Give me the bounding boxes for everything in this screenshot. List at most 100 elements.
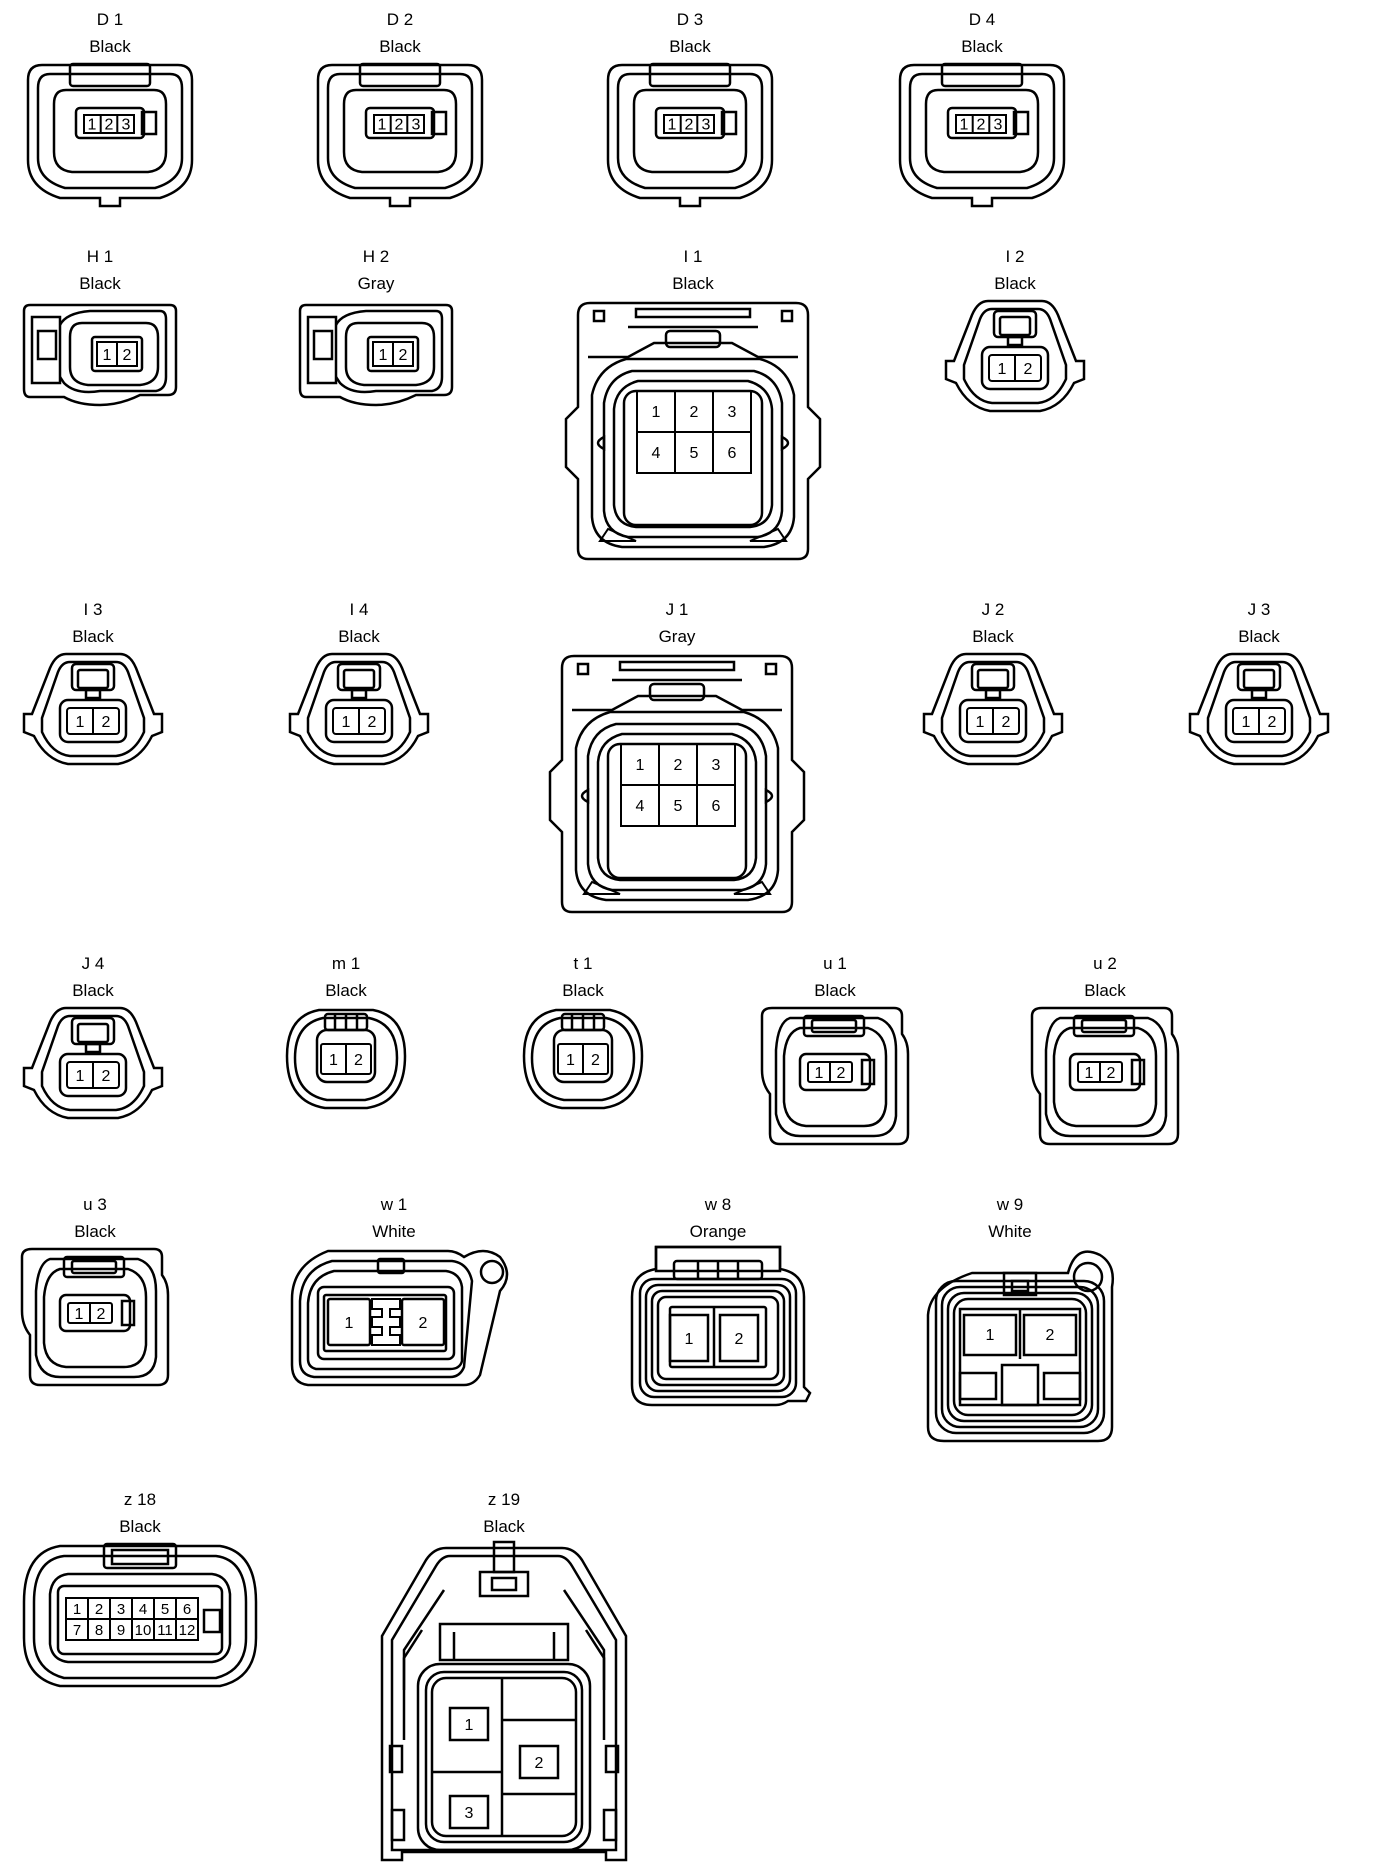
connector-d2-drawing: 1 2 3 <box>316 62 484 208</box>
pin-label: 1 <box>986 1327 995 1344</box>
pin-label: 6 <box>183 1601 191 1618</box>
pin-label: 1 <box>668 117 677 134</box>
connector-color: Black <box>1238 627 1280 646</box>
connector-h2-drawing: 1 2 <box>298 303 454 407</box>
pin-label: 2 <box>685 117 694 134</box>
pin-label: 2 <box>837 1065 846 1082</box>
connector-h1: H 1 Black 1 2 <box>20 247 180 407</box>
pin-label: 2 <box>977 117 986 134</box>
pin-label: 1 <box>636 757 645 774</box>
connector-d4: D 4 Black 1 2 3 <box>892 10 1072 208</box>
connector-color: Gray <box>658 627 696 646</box>
pin-label: 2 <box>354 1052 363 1069</box>
pin-label: 1 <box>75 1306 84 1323</box>
connector-color: White <box>988 1222 1032 1241</box>
pin-label: 1 <box>815 1065 824 1082</box>
connector-u3-drawing: 1 2 <box>20 1247 170 1387</box>
connector-d3-drawing: 1 2 3 <box>606 62 774 208</box>
connector-color: Gray <box>357 274 395 293</box>
connector-i4: I 4 Black 1 2 <box>284 600 434 790</box>
connector-z18: z 18 Black 1 2 3 4 5 6 7 8 9 10 11 12 <box>20 1490 260 1690</box>
connector-color: Black <box>961 37 1003 56</box>
connector-color: Black <box>972 627 1014 646</box>
pin-label: 1 <box>378 117 387 134</box>
connector-i3: I 3 Black 1 2 <box>18 600 168 790</box>
pin-label: 2 <box>97 1306 106 1323</box>
pin-label: 1 <box>1242 714 1251 731</box>
connector-d2: D 2 Black 1 2 3 <box>310 10 490 208</box>
pin-label: 11 <box>157 1622 173 1639</box>
pin-label: 1 <box>342 714 351 731</box>
connector-h1-drawing: 1 2 <box>22 303 178 407</box>
pin-label: 7 <box>73 1622 81 1639</box>
pin-label: 1 <box>379 347 388 364</box>
pin-label: 1 <box>345 1315 354 1332</box>
connector-color: Orange <box>689 1222 747 1241</box>
connector-i1-drawing: 1 2 3 4 5 6 <box>564 301 822 561</box>
pin-label: 2 <box>674 757 683 774</box>
pin-label: 2 <box>395 117 404 134</box>
connector-code: t 1 <box>573 954 593 973</box>
connector-j2-drawing: 1 2 <box>922 652 1064 766</box>
connector-j2: J 2 Black 1 2 <box>918 600 1068 790</box>
pin-label: 1 <box>960 117 969 134</box>
pin-label: 2 <box>123 347 132 364</box>
pin-label: 4 <box>636 798 645 815</box>
connector-code: J 3 <box>1247 600 1271 619</box>
connector-code: D 2 <box>386 10 414 29</box>
connector-d4-drawing: 1 2 3 <box>898 62 1066 208</box>
connector-color: Black <box>89 37 131 56</box>
connector-code: u 1 <box>823 954 847 973</box>
pin-label: 5 <box>161 1601 169 1618</box>
connector-w8: w 8 Orange 1 2 <box>628 1195 812 1415</box>
connector-j1-drawing: 1 2 3 4 5 6 <box>548 654 806 914</box>
connector-z18-drawing: 1 2 3 4 5 6 7 8 9 10 11 12 <box>22 1542 258 1688</box>
connector-h2: H 2 Gray 1 2 <box>296 247 456 407</box>
pin-label: 2 <box>535 1755 544 1772</box>
connector-code: D 3 <box>676 10 704 29</box>
pin-label: 1 <box>652 404 661 421</box>
connector-code: I 4 <box>349 600 369 619</box>
connector-code: w 1 <box>380 1195 408 1214</box>
pin-label: 2 <box>102 714 111 731</box>
connector-i2: I 2 Black 1 2 <box>940 247 1090 437</box>
pin-label: 1 <box>1085 1065 1094 1082</box>
pin-label: 1 <box>76 1068 85 1085</box>
pin-label: 1 <box>998 361 1007 378</box>
connector-color: Black <box>338 627 380 646</box>
connector-code: w 9 <box>996 1195 1024 1214</box>
pin-label: 1 <box>103 347 112 364</box>
connector-code: z 18 <box>123 1490 157 1509</box>
connector-code: z 19 <box>487 1490 521 1509</box>
connector-t1: t 1 Black 1 2 <box>522 954 644 1124</box>
pin-label: 1 <box>566 1052 575 1069</box>
pin-label: 2 <box>735 1331 744 1348</box>
connector-i2-drawing: 1 2 <box>944 299 1086 413</box>
connector-color: Black <box>72 627 114 646</box>
connector-color: Black <box>119 1517 161 1536</box>
pin-label: 2 <box>591 1052 600 1069</box>
pin-label: 2 <box>95 1601 103 1618</box>
connector-d1: D 1 Black 1 2 3 <box>20 10 200 208</box>
pin-label: 9 <box>117 1622 125 1639</box>
connector-u2: u 2 Black 1 2 <box>1030 954 1180 1154</box>
connector-color: Black <box>1084 981 1126 1000</box>
pin-label: 3 <box>412 117 421 134</box>
connector-d1-drawing: 1 2 3 <box>26 62 194 208</box>
connector-color: White <box>372 1222 416 1241</box>
connector-color: Black <box>74 1222 116 1241</box>
pin-label: 6 <box>712 798 721 815</box>
connector-color: Black <box>379 37 421 56</box>
connector-i3-drawing: 1 2 <box>22 652 164 766</box>
pin-label: 2 <box>1024 361 1033 378</box>
pin-label: 2 <box>1268 714 1277 731</box>
pin-label: 4 <box>139 1601 147 1618</box>
pin-label: 3 <box>702 117 711 134</box>
connector-w1-drawing: 1 2 <box>290 1249 509 1387</box>
connector-code: u 3 <box>83 1195 107 1214</box>
pin-label: 5 <box>690 445 699 462</box>
connector-w9: w 9 White 1 2 <box>920 1195 1120 1445</box>
pin-label: 3 <box>994 117 1003 134</box>
pin-label: 3 <box>465 1805 474 1822</box>
pin-label: 3 <box>712 757 721 774</box>
